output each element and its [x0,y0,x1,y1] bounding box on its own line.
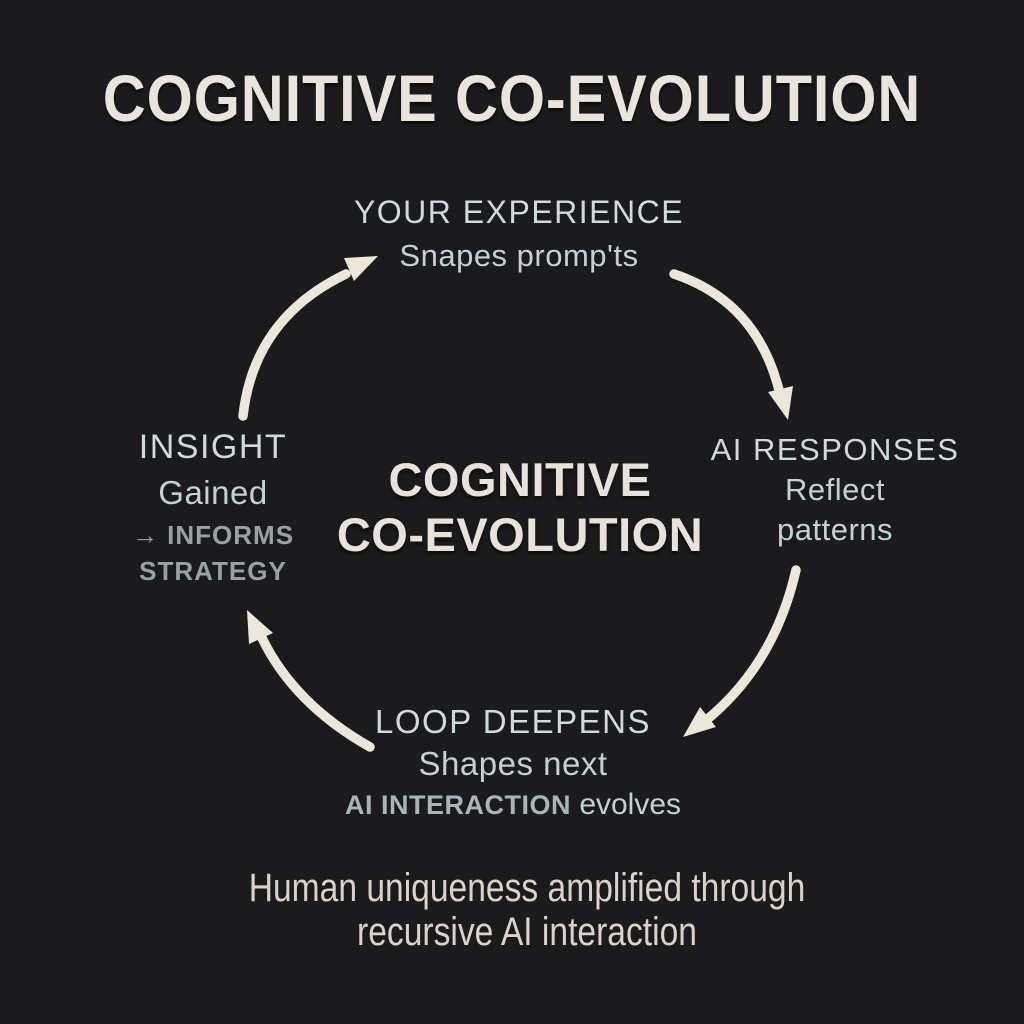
caption: Human uniqueness amplified through recur… [249,866,806,954]
node-loop-deepens-heading: LOOP DEEPENS [375,703,651,740]
node-loop-deepens-body: Shapes next [418,745,608,782]
center-label: COGNITIVE CO-EVOLUTION [337,452,703,562]
curved-arrow-down-right-icon [669,269,793,420]
node-insight: INSIGHT Gained → INFORMS STRATEGY [132,424,294,589]
node-loop-deepens-note: AI INTERACTION evolves [345,784,681,831]
node-insight-note-line2: STRATEGY [139,556,287,586]
curved-arrow-up-left-icon [247,610,375,752]
node-your-experience-body: Snapes promp'ts [399,238,639,273]
node-insight-heading: INSIGHT [138,428,288,466]
curved-arrow-down-left-icon [683,565,801,737]
node-loop-deepens-note-evolves: evolves [579,788,682,821]
curved-arrow-up-right-icon [238,256,378,421]
node-your-experience-heading: YOUR EXPERIENCE [353,194,685,230]
node-ai-responses-body-line2: patterns [776,512,894,547]
node-ai-responses-heading: AI RESPONSES [710,432,960,467]
page-title: COGNITIVE CO-EVOLUTION [102,61,922,135]
node-your-experience: YOUR EXPERIENCE Snapes promp'ts [354,190,684,277]
node-loop-deepens: LOOP DEEPENS Shapes next AI INTERACTION … [345,700,681,831]
node-insight-note-line1: → INFORMS [131,520,295,550]
node-ai-responses-body-line1: Reflect [785,472,885,507]
node-insight-body: Gained [158,474,268,511]
node-loop-deepens-note-caps: AI INTERACTION [344,790,571,820]
node-ai-responses: AI RESPONSES Reflect patterns [711,430,960,550]
center-label-line1: COGNITIVE [388,453,652,506]
caption-line2: recursive AI interaction [357,910,697,954]
caption-line1: Human uniqueness amplified through [248,866,806,910]
center-label-line2: CO-EVOLUTION [336,508,704,561]
